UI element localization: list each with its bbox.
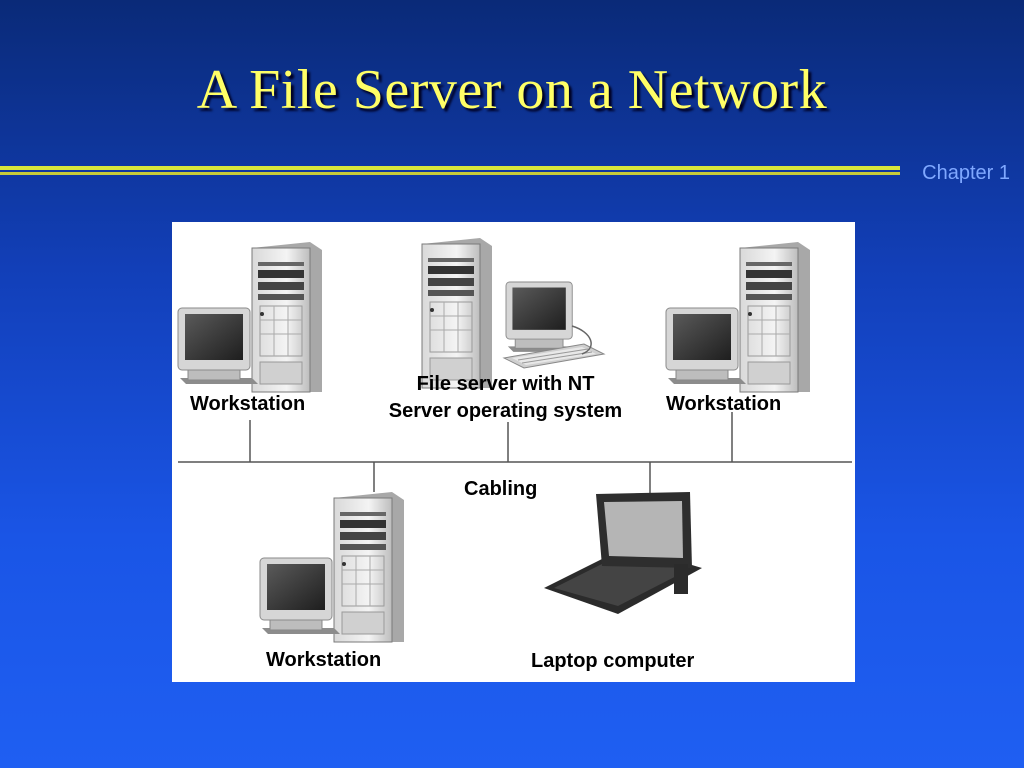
- label-file-server-line2: Server operating system: [388, 400, 623, 422]
- label-workstation-right: Workstation: [666, 393, 782, 415]
- slide-title: A File Server on a Network: [196, 59, 828, 121]
- workstation-top-right: [665, 241, 811, 393]
- network-diagram: Workstation File server with NT Server o…: [172, 222, 855, 682]
- label-file-server-line1: File server with NT: [416, 373, 595, 395]
- label-workstation-bottom: Workstation: [266, 649, 382, 671]
- laptop-computer: [544, 492, 702, 614]
- chapter-label: Chapter 1: [922, 162, 1010, 184]
- network-diagram-drawing: [177, 237, 852, 643]
- label-cabling: Cabling: [464, 478, 538, 500]
- label-laptop: Laptop computer: [531, 650, 695, 672]
- workstation-top-left: [177, 241, 323, 393]
- network-cabling: [178, 412, 852, 494]
- label-file-server: File server with NT Server operating sys…: [362, 371, 649, 425]
- workstation-bottom: [259, 491, 405, 643]
- file-server: [421, 237, 605, 389]
- title-divider: [0, 166, 900, 176]
- label-workstation-left: Workstation: [190, 393, 306, 415]
